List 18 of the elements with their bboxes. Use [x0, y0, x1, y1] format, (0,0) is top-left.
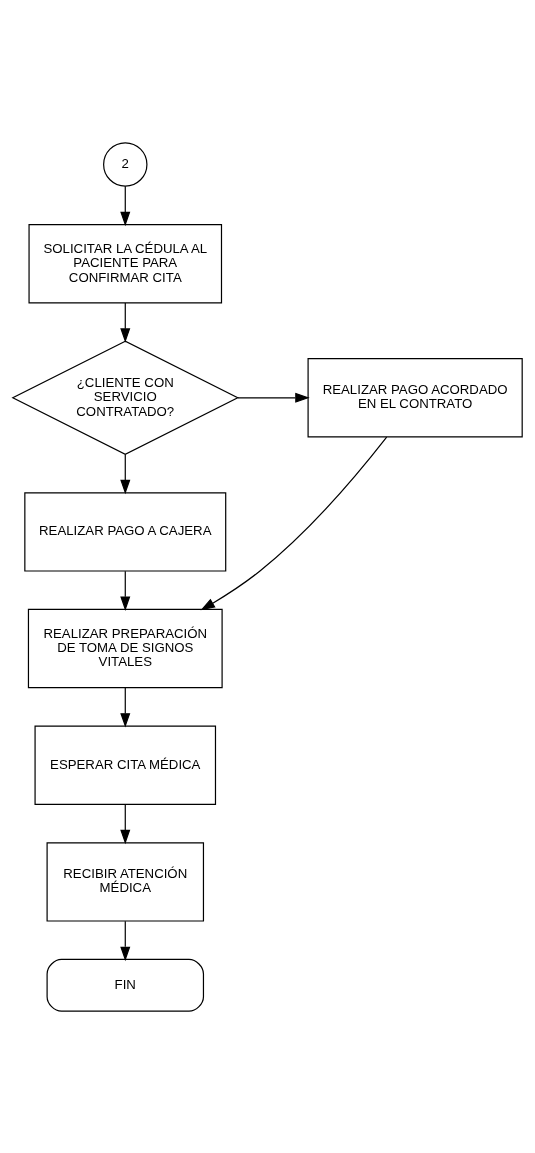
node-box: REALIZAR PREPARACIÓN DE TOMA DE SIGNOS VITALES — [27, 608, 223, 688]
node-box: ESPERAR CITA MÉDICA — [34, 725, 217, 805]
arrow — [120, 185, 131, 226]
node-box: RECIBIR ATENCIÓN MÉDICA — [46, 841, 205, 922]
node-circle: 2 — [103, 141, 148, 187]
arrow — [120, 803, 131, 844]
arrow — [237, 392, 310, 403]
node-box: FIN — [46, 958, 205, 1012]
arrow — [120, 453, 131, 494]
node-box: REALIZAR PAGO ACORDADO EN EL CONTRATO — [307, 357, 523, 437]
arrow — [120, 301, 131, 343]
arrow — [200, 436, 388, 610]
node-box: REALIZAR PAGO A CAJERA — [24, 491, 227, 572]
arrow — [120, 686, 131, 728]
arrow — [120, 570, 131, 611]
node-diamond: ¿CLIENTE CON SERVICIO CONTRATADO? — [11, 340, 240, 455]
arrow — [120, 920, 131, 961]
node-box: SOLICITAR LA CÉDULA AL PACIENTE PARA CONFIRMAR CITA — [28, 223, 223, 303]
